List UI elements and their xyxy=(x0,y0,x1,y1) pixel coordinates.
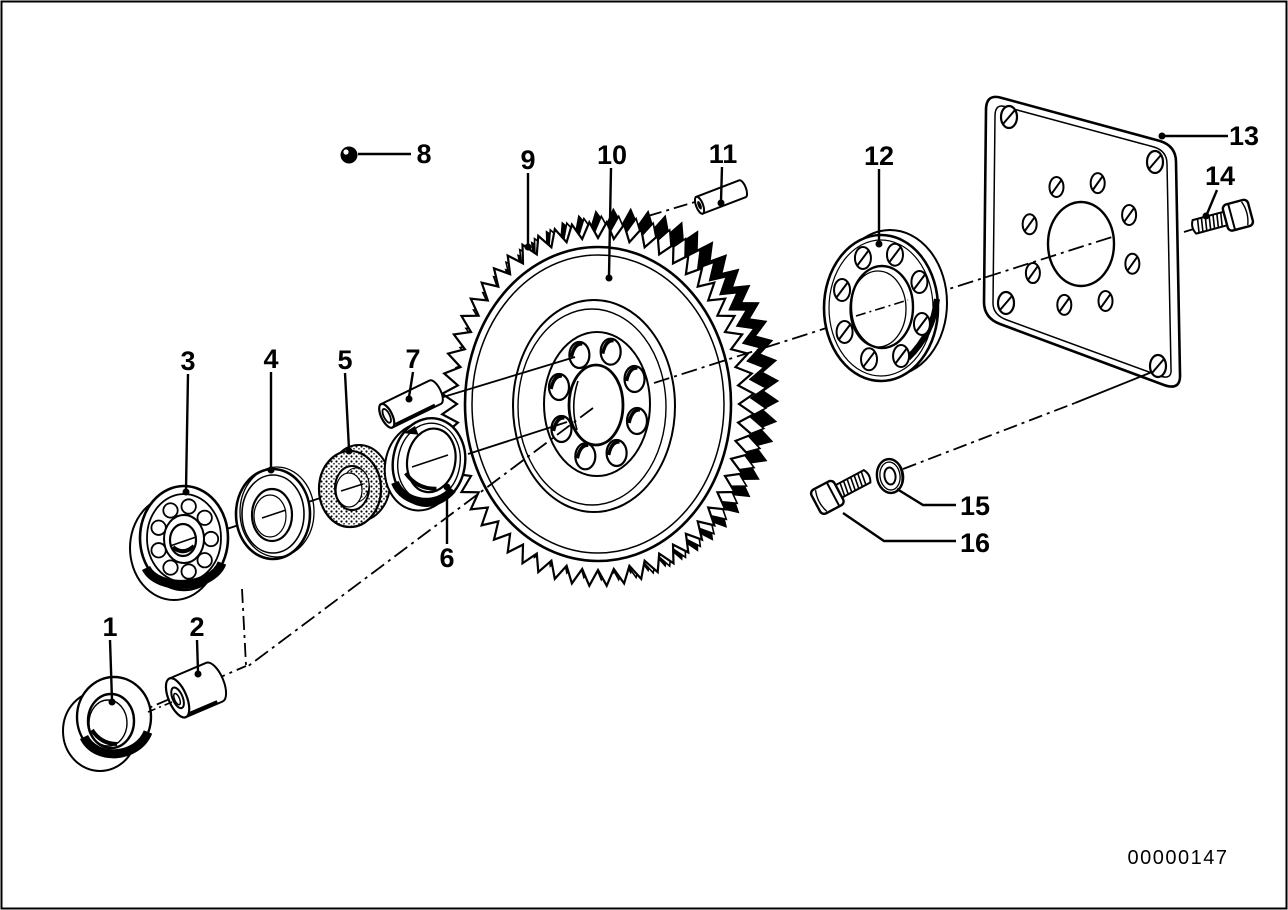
flywheel-face-chamfer xyxy=(471,254,725,554)
axis-dowel-pin xyxy=(647,201,696,217)
flywheel-ring-gear xyxy=(440,207,780,589)
flange-bolt-holes xyxy=(833,242,931,372)
part-8-ball xyxy=(340,146,358,164)
axis-through-sleeve-bore xyxy=(340,483,364,492)
axis-main-to-bolt xyxy=(1183,226,1201,233)
callout-15[interactable]: 15 xyxy=(960,491,990,521)
axis-through-ring-bore xyxy=(411,454,449,468)
plate-corner-holes xyxy=(996,104,1168,379)
plate-center-hole xyxy=(1046,200,1116,288)
axis-through-flange-bore xyxy=(855,299,909,317)
part-3-ball-bearing xyxy=(129,484,230,601)
axis-through-bearing-bore xyxy=(169,536,197,547)
callout-4[interactable]: 4 xyxy=(263,344,278,374)
part-13-end-plate xyxy=(982,95,1182,388)
callout-10[interactable]: 10 xyxy=(597,140,627,170)
flywheel-middle-ring xyxy=(512,299,676,513)
callout-5[interactable]: 5 xyxy=(337,345,352,375)
part-2-bushing xyxy=(164,661,228,719)
callout-labels: 1 2 3 4 5 6 7 8 9 10 11 12 13 14 15 16 xyxy=(102,121,1259,642)
callout-6[interactable]: 6 xyxy=(439,543,454,573)
axis-bearing-group-ext xyxy=(467,421,568,455)
callout-7[interactable]: 7 xyxy=(405,344,420,374)
part-7-dowel-sleeve xyxy=(378,379,444,429)
plate-bolt-holes xyxy=(1021,172,1141,316)
callout-3[interactable]: 3 xyxy=(180,346,195,376)
axis-between-bushings xyxy=(147,701,173,713)
crankshaft-bore xyxy=(567,363,625,447)
axis-dowel-sleeve xyxy=(439,356,576,399)
part-12-flange xyxy=(822,229,948,383)
leader-lines xyxy=(108,134,1228,701)
callout-16[interactable]: 16 xyxy=(960,528,990,558)
axis-bushings-to-bore xyxy=(246,407,594,668)
flywheel-hub xyxy=(543,331,651,477)
bearing-balls xyxy=(150,498,220,580)
part-1-bushing xyxy=(62,675,153,772)
callout-8[interactable]: 8 xyxy=(416,139,431,169)
callout-14[interactable]: 14 xyxy=(1205,161,1235,191)
axis-lower-bolt xyxy=(902,402,1076,470)
drawing-number: 00000147 xyxy=(1128,847,1229,869)
callout-9[interactable]: 9 xyxy=(520,145,535,175)
leader-end-dots xyxy=(108,132,1210,706)
callout-13[interactable]: 13 xyxy=(1229,121,1259,151)
axis-through-washer-bore xyxy=(261,509,287,519)
callout-11[interactable]: 11 xyxy=(709,139,738,169)
axis-connector-vertical xyxy=(241,588,247,666)
bore-depth-arc xyxy=(572,380,579,431)
callout-2[interactable]: 2 xyxy=(189,612,204,642)
callout-1[interactable]: 1 xyxy=(102,612,117,642)
axis-lower-bolt-solid xyxy=(1074,371,1153,404)
callout-12[interactable]: 12 xyxy=(864,141,894,171)
flywheel-middle-ring-inner xyxy=(517,308,667,506)
part-15-washer xyxy=(875,457,905,495)
hub-bolt-holes xyxy=(547,337,649,471)
